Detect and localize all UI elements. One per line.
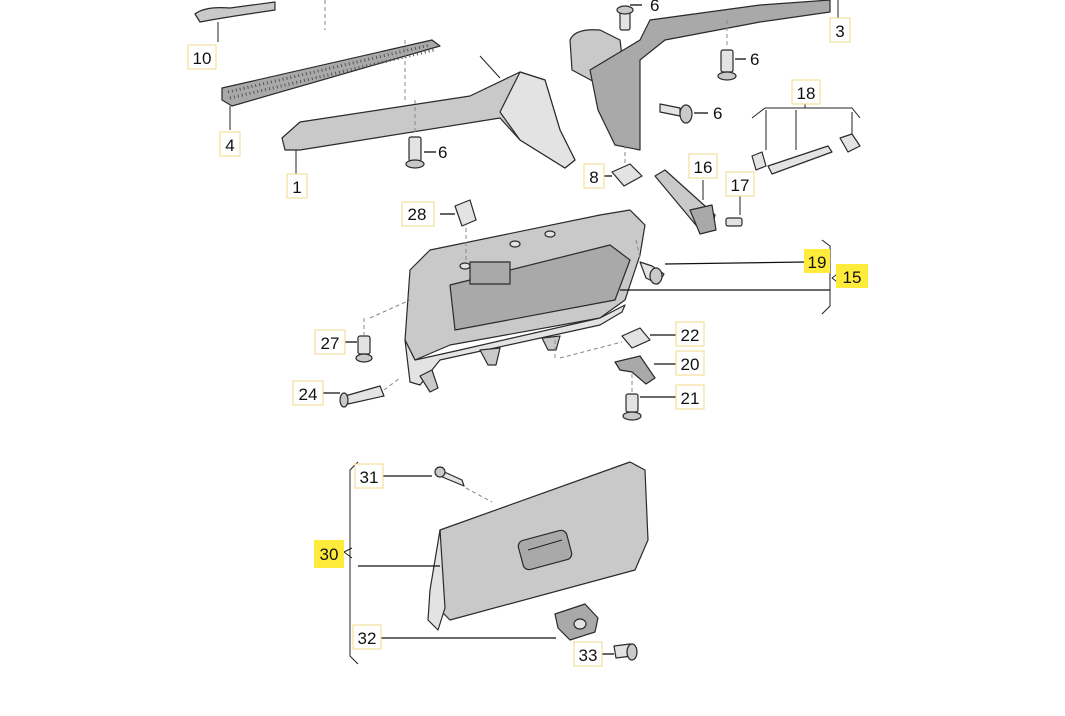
- part-8-clip: [604, 145, 643, 187]
- part-10-trim-strip: [194, 0, 326, 42]
- part-30-bracket: [343, 461, 440, 665]
- svg-text:20: 20: [681, 355, 700, 374]
- callout-22: 22: [675, 321, 705, 347]
- callout-28: 28: [401, 201, 435, 227]
- callout-24: 24: [292, 380, 324, 406]
- part-28-clip: [440, 199, 477, 260]
- callout-30: 30: [314, 540, 344, 568]
- callout-20: 20: [675, 350, 705, 376]
- svg-text:3: 3: [835, 22, 844, 41]
- svg-text:8: 8: [589, 168, 598, 187]
- part-17-screw: [725, 196, 743, 227]
- part-6-screw-a: [616, 4, 642, 31]
- part-19-pin: [620, 239, 830, 291]
- callout-27: 27: [314, 329, 346, 355]
- svg-text:28: 28: [408, 205, 427, 224]
- callout-8: 8: [583, 163, 605, 189]
- svg-text:27: 27: [321, 334, 340, 353]
- callout-6-d: 6: [713, 104, 722, 123]
- svg-text:30: 30: [320, 545, 339, 564]
- callout-33: 33: [573, 641, 603, 667]
- callout-16: 16: [688, 153, 718, 179]
- svg-text:16: 16: [694, 158, 713, 177]
- callout-10: 10: [187, 44, 217, 70]
- svg-text:17: 17: [731, 176, 750, 195]
- callout-18: 18: [791, 79, 821, 105]
- svg-text:21: 21: [681, 389, 700, 408]
- part-27-screw: [343, 299, 411, 363]
- svg-text:33: 33: [579, 646, 598, 665]
- part-18-bracket-group: [751, 96, 861, 175]
- callout-32: 32: [352, 624, 382, 650]
- svg-text:24: 24: [299, 385, 318, 404]
- part-31-screw: [381, 466, 493, 503]
- svg-text:15: 15: [843, 268, 862, 287]
- callout-1: 1: [286, 173, 308, 199]
- part-6-screw-d: [659, 103, 708, 124]
- callout-17: 17: [725, 171, 755, 197]
- svg-text:1: 1: [292, 178, 301, 197]
- svg-text:18: 18: [797, 84, 816, 103]
- part-15-bracket: [821, 239, 831, 315]
- part-6-screw-c: [717, 20, 746, 81]
- svg-text:10: 10: [193, 49, 212, 68]
- part-21-screw: [622, 374, 676, 421]
- callout-15: 15: [836, 264, 868, 288]
- callout-4: 4: [219, 131, 241, 157]
- svg-text:6: 6: [438, 143, 447, 162]
- part-3-air-duct: [569, 0, 839, 151]
- callout-3: 3: [829, 17, 851, 43]
- part-1-carrier: [281, 55, 576, 175]
- svg-text:19: 19: [808, 253, 827, 272]
- part-20-bracket: [614, 355, 676, 385]
- callout-6-c: 6: [750, 50, 759, 69]
- svg-text:6: 6: [750, 50, 759, 69]
- svg-text:6: 6: [713, 104, 722, 123]
- part-30-glovebox-lid: [427, 461, 649, 631]
- glovebox-housing: [404, 209, 646, 393]
- part-16-latch-lever: [654, 169, 717, 235]
- svg-text:6: 6: [650, 0, 659, 15]
- part-24-pin: [322, 377, 401, 408]
- callout-21: 21: [675, 384, 705, 410]
- svg-text:31: 31: [360, 468, 379, 487]
- callout-6-b: 6: [438, 143, 447, 162]
- svg-text:32: 32: [358, 629, 377, 648]
- callout-6-a: 6: [650, 0, 659, 15]
- callout-31: 31: [354, 463, 384, 489]
- part-32-lock: [381, 603, 599, 641]
- callout-19: 19: [804, 249, 830, 273]
- svg-text:4: 4: [225, 136, 234, 155]
- svg-text:22: 22: [681, 326, 700, 345]
- part-4-perforated-panel: [221, 39, 441, 130]
- part-33-screw: [602, 643, 638, 661]
- part-6-screw-b: [405, 100, 436, 169]
- part-22-clip: [554, 327, 676, 360]
